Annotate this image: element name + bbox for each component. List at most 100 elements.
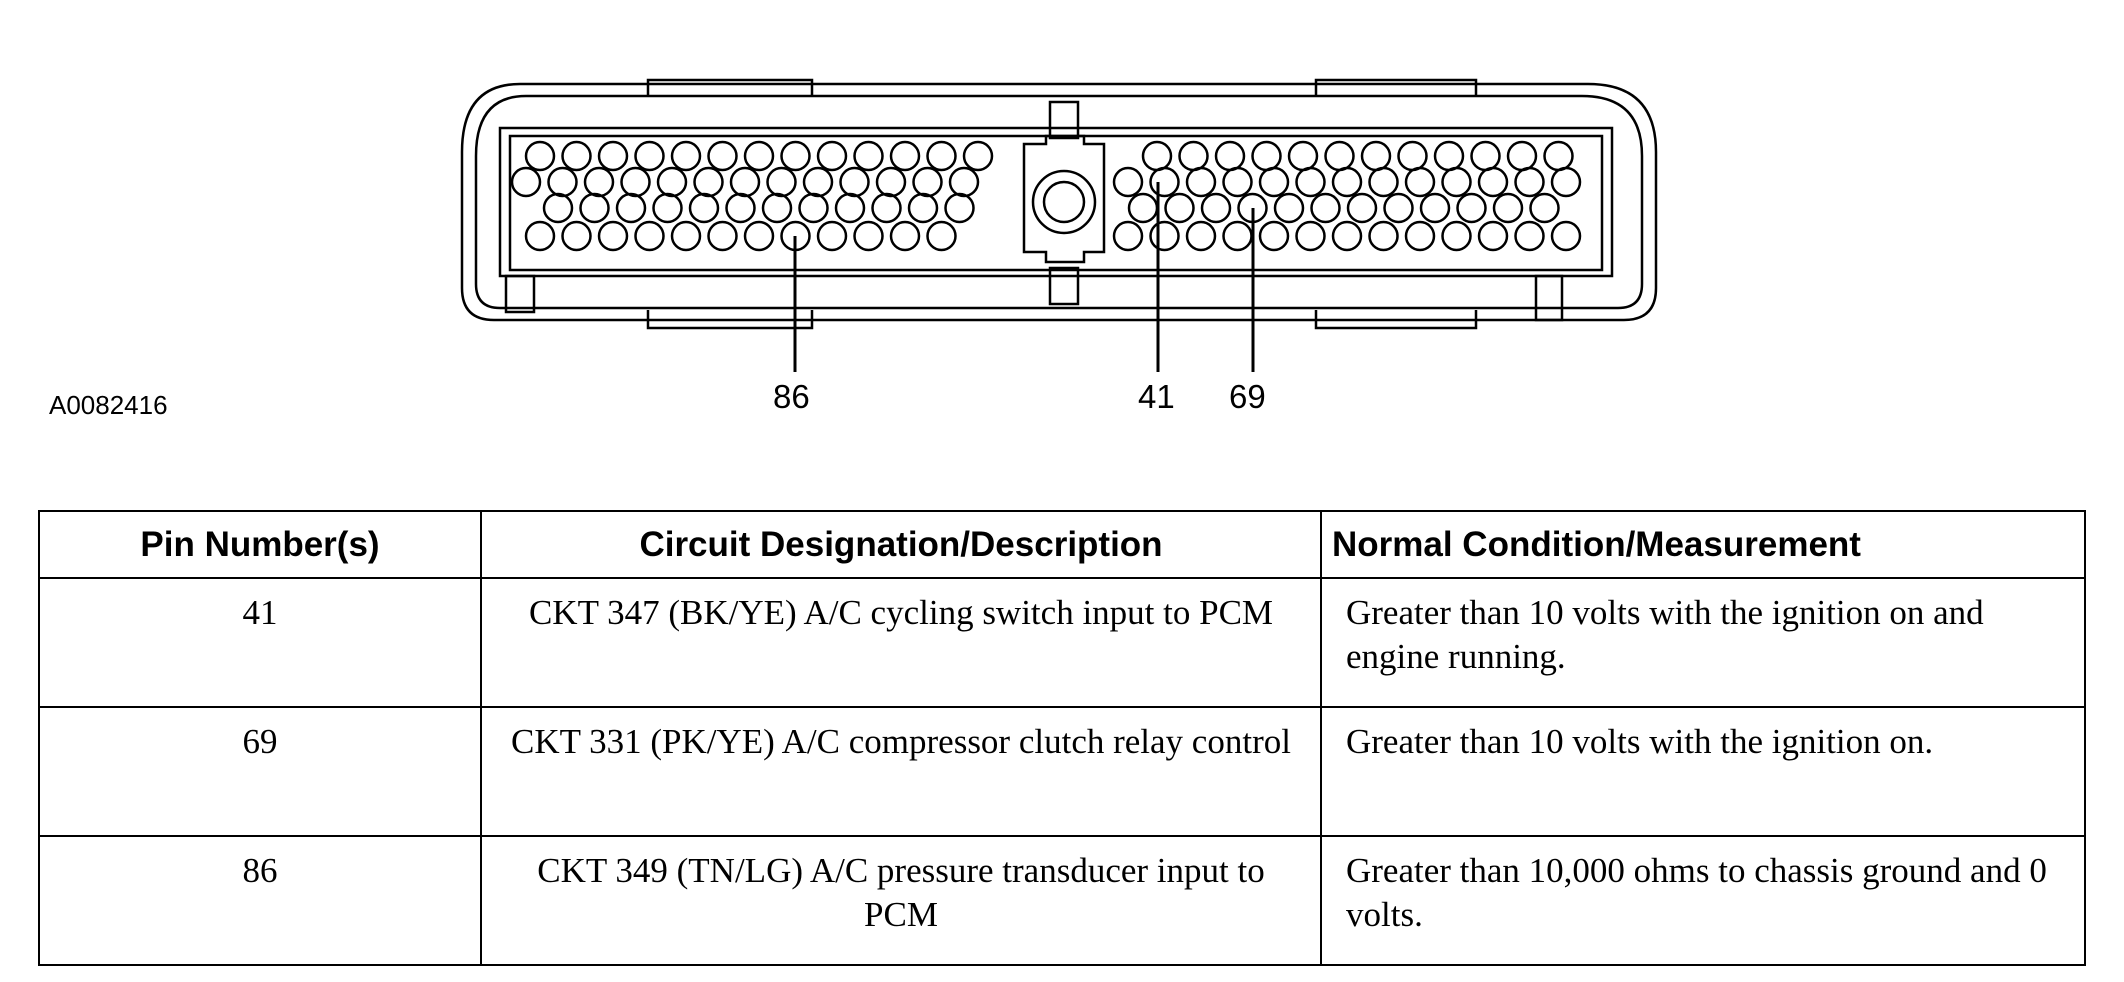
pin-hole [875, 166, 907, 198]
condition-cell: Greater than 10 volts with the ignition … [1320, 706, 2086, 837]
pin-hole [743, 220, 775, 252]
pin-hole [1222, 166, 1253, 198]
header-pin-numbers: Pin Number(s) [38, 510, 482, 579]
pin-hole [670, 140, 702, 172]
pin-hole [579, 192, 610, 224]
pin-hole [729, 166, 761, 198]
pin-hole [1543, 140, 1574, 172]
pin-hole [725, 192, 756, 224]
condition-cell: Greater than 10 volts with the ignition … [1320, 577, 2086, 708]
pin-hole [561, 220, 592, 252]
circuit-cell: CKT 347 (BK/YE) A/C cycling switch input… [480, 577, 1322, 708]
pin-hole [1360, 140, 1392, 172]
pin-hole [1368, 220, 1399, 252]
pin-hole [1550, 166, 1582, 198]
pin-hole [1258, 220, 1290, 252]
pin-hole [510, 166, 542, 198]
pin-hole [912, 166, 943, 198]
pin-hole [834, 192, 866, 224]
pin-hole [871, 192, 902, 224]
top-latch-right [1314, 78, 1478, 96]
pin-hole [707, 220, 738, 252]
pin-hole [561, 140, 592, 172]
pin-hole [656, 166, 688, 198]
pin-hole [926, 140, 957, 172]
pin-hole [1477, 220, 1509, 252]
key-bottom [1048, 266, 1080, 306]
pin-hole [962, 140, 994, 172]
pin-cell: 41 [38, 577, 482, 708]
pin-hole [766, 166, 797, 198]
pin-hole [597, 220, 629, 252]
center-bolt-outer [1031, 169, 1097, 235]
pin-hole [597, 140, 629, 172]
pin-hole [634, 220, 665, 252]
pin-hole [1550, 220, 1582, 252]
pin-hole [524, 140, 556, 172]
pin-hole [1178, 140, 1209, 172]
pin-hole [1397, 140, 1428, 172]
pin-hole [1324, 140, 1355, 172]
header-circuit: Circuit Designation/Description [480, 510, 1322, 579]
pin-hole [524, 220, 556, 252]
pin-table: Pin Number(s) Circuit Designation/Descri… [38, 510, 2086, 966]
pin-hole [1383, 192, 1414, 224]
circuit-cell: CKT 331 (PK/YE) A/C compressor clutch re… [480, 706, 1322, 837]
pin-hole [853, 140, 884, 172]
top-latch-left [646, 78, 814, 96]
pin-hole [693, 166, 724, 198]
pin-hole [634, 140, 665, 172]
pin-hole [853, 220, 884, 252]
pin-hole [688, 192, 720, 224]
pin-hole [652, 192, 683, 224]
pin-hole [1141, 140, 1173, 172]
figure-id: A0082416 [49, 390, 168, 420]
pin-hole [944, 192, 975, 224]
pin-cell: 86 [38, 835, 482, 966]
pin-hole [542, 192, 574, 224]
pin-hole [761, 192, 793, 224]
pin-hole [1477, 166, 1509, 198]
pin-hole [1419, 192, 1451, 224]
circuit-cell: CKT 349 (TN/LG) A/C pressure transducer … [480, 835, 1322, 966]
connector-diagram: 86 41 69 A0082416 [0, 0, 2124, 470]
table-row: 69 CKT 331 (PK/YE) A/C compressor clutch… [38, 706, 2086, 837]
pin-hole [948, 166, 980, 198]
pin-hole [1529, 192, 1560, 224]
pin-hole [547, 166, 578, 198]
pin-hole [1404, 166, 1436, 198]
pin-hole [889, 220, 921, 252]
pin-hole [798, 192, 829, 224]
pin-hole [1185, 220, 1217, 252]
pin-hole [1433, 140, 1465, 172]
pin-hole [1456, 192, 1487, 224]
pin-hole [1127, 192, 1159, 224]
pin-hole [1251, 140, 1282, 172]
pin-hole [615, 192, 647, 224]
pin-hole [1310, 192, 1341, 224]
pin-hole [1112, 220, 1144, 252]
pin-hole [1149, 220, 1180, 252]
pin-hole [1273, 192, 1305, 224]
post-right [1534, 274, 1564, 322]
pin-hole [1470, 140, 1501, 172]
pin-hole [926, 220, 957, 252]
pin-hole [1331, 220, 1363, 252]
post-left [504, 274, 536, 314]
condition-cell: Greater than 10,000 ohms to chassis grou… [1320, 835, 2086, 966]
pin-hole [839, 166, 870, 198]
pin-hole [1514, 220, 1545, 252]
pin-hole [670, 220, 702, 252]
center-boss [1022, 134, 1106, 264]
pin-hole [907, 192, 939, 224]
pin-hole [1514, 166, 1545, 198]
callout-label-41: 41 [1138, 378, 1175, 415]
pin-hole [743, 140, 775, 172]
housing-outer [460, 82, 1658, 322]
pin-hole [1404, 220, 1436, 252]
pin-cell: 69 [38, 706, 482, 837]
pin-hole [583, 166, 615, 198]
table-header-row: Pin Number(s) Circuit Designation/Descri… [38, 510, 2086, 579]
pin-hole [1258, 166, 1290, 198]
housing-inner [474, 94, 1644, 310]
